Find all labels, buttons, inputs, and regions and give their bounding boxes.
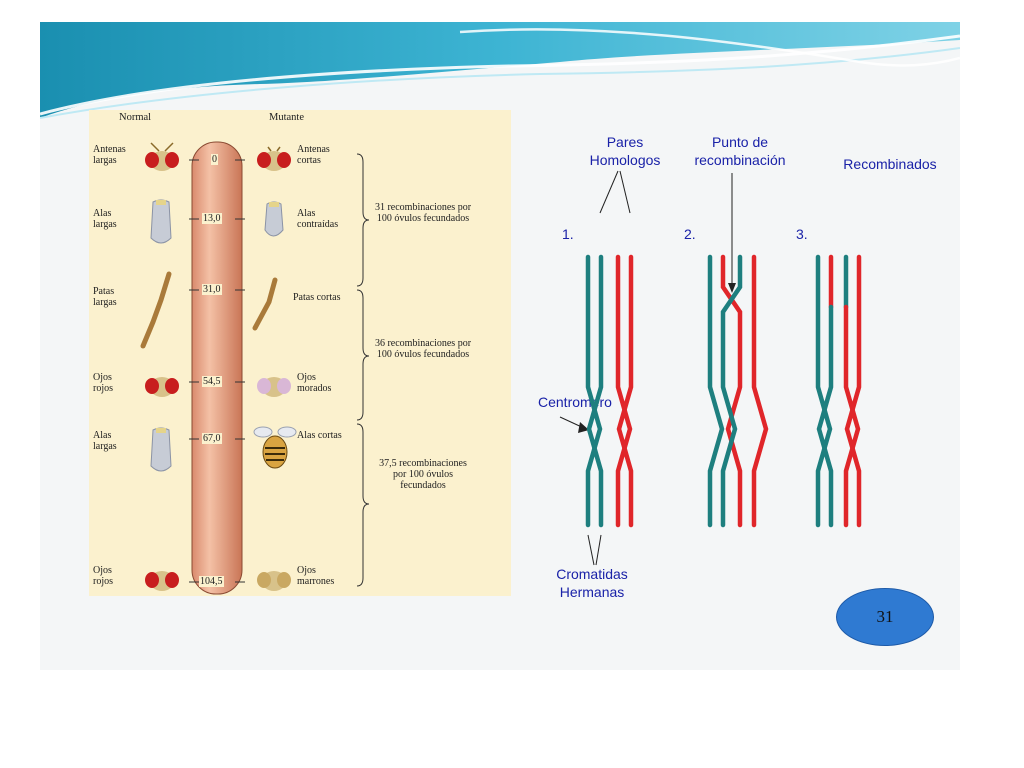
long-wing-icon [150,427,172,472]
recombination-braces [356,153,370,587]
page-number: 31 [876,607,894,626]
label-homologs-line1: Pares [607,134,644,150]
fly-head-short-antennae-icon [257,146,291,171]
recombination-note: 37,5 recombinaciones por 100 óvulos fecu… [379,458,467,491]
mutant-trait-label: Antenas cortas [297,144,330,166]
fly-head-red-eyes-icon [145,377,179,397]
mutant-trait-label: Patas cortas [293,292,341,303]
header-normal: Normal [119,112,152,123]
arrowhead-icon [728,283,736,293]
mutant-trait-label: Ojos marrones [297,565,335,587]
pointer-line [619,170,631,214]
long-wing-icon [150,199,172,244]
header-wave-decoration [40,22,960,119]
label-point-line2: recombinación [694,152,785,168]
page-number-badge: 31 [836,588,934,646]
chromosome-pair-2 [707,254,769,528]
mutant-trait-label: Ojos morados [297,372,332,394]
mutant-trait-label: Alas contraídas [297,208,339,230]
short-leg-icon [252,277,278,331]
arrowhead-icon [578,422,589,433]
crossover-diagram: Pares Homologos Punto de recombinación R… [538,134,937,600]
genetic-map-panel: Normal Mutante 0 13,0 31,0 54,5 67,0 104… [89,110,511,596]
label-sisters-line1: Cromatidas [556,566,628,582]
normal-trait-label: Alas largas [93,430,117,452]
fly-head-purple-eyes-icon [257,377,291,397]
locus-label: 31,0 [202,284,222,295]
locus-label: 54,5 [202,376,222,387]
step-number: 1. [562,226,574,242]
header-mutant: Mutante [269,112,304,123]
normal-trait-label: Patas largas [93,286,117,308]
chromosome-pair-1 [585,254,634,528]
normal-trait-label: Alas largas [93,208,117,230]
pointer-line [595,534,602,566]
label-sisters-line2: Hermanas [560,584,625,600]
pointer-line [599,170,619,214]
fly-head-red-eyes-icon [145,142,179,171]
pointer-line [587,534,595,566]
normal-trait-label: Ojos rojos [93,372,113,394]
step-number: 3. [796,226,808,242]
recombination-note: 36 recombinaciones por 100 óvulos fecund… [374,338,472,360]
slide: Normal Mutante 0 13,0 31,0 54,5 67,0 104… [40,22,960,670]
long-leg-icon [140,271,172,349]
locus-label: 104,5 [199,576,224,587]
locus-label: 13,0 [202,213,222,224]
label-point-line1: Punto de [712,134,768,150]
mutant-trait-label: Alas cortas [297,430,342,441]
short-wing-fly-icon [253,426,297,469]
step-number: 2. [684,226,696,242]
label-centromere: Centromero [538,394,612,410]
label-recombined: Recombinados [843,156,936,172]
crumpled-wing-icon [264,201,284,237]
normal-trait-label: Ojos rojos [93,565,113,587]
locus-label: 67,0 [202,433,222,444]
fly-head-red-eyes-icon [145,571,179,591]
normal-trait-label: Antenas largas [93,144,126,166]
chromosome-bar [189,141,245,595]
label-homologs-line2: Homologos [590,152,661,168]
fly-head-brown-eyes-icon [257,571,291,591]
recombination-note: 31 recombinaciones por 100 óvulos fecund… [374,202,472,224]
chromosome-pair-3 [815,254,862,528]
locus-label: 0 [211,154,218,165]
